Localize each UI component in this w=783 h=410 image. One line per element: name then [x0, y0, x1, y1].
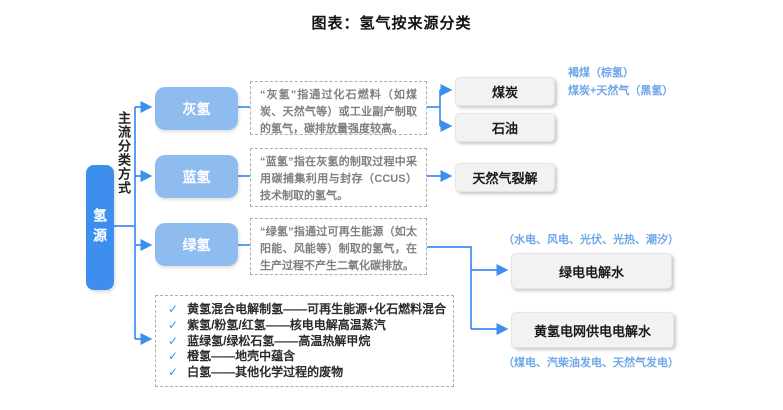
- list-item: ✓ 橙氢——地壳中蕴含: [168, 350, 441, 363]
- annotation-brown-hydrogen: 褐煤（棕氢）: [568, 67, 634, 79]
- green-hydrogen-description: “绿氢”指通过可再生能源（如太阳能、风能等）制取的氢气，在生产过程不产生二氧化碳…: [250, 218, 427, 275]
- check-icon: ✓: [168, 302, 179, 316]
- list-item-label: 白氢——其他化学过程的废物: [187, 365, 344, 379]
- list-item-label: 黄氢混合电解制氢——可再生能源+化石燃料混合: [187, 302, 447, 316]
- node-gray-hydrogen: 灰氢: [155, 87, 238, 130]
- list-item: ✓ 白氢——其他化学过程的废物: [168, 366, 441, 379]
- other-hydrogen-types-box: ✓ 黄氢混合电解制氢——可再生能源+化石燃料混合 ✓ 紫氢/粉氢/红氢——核电电…: [155, 295, 454, 387]
- annotation-black-hydrogen: 煤炭+天然气（黑氢）: [568, 85, 674, 97]
- node-coal: 煤炭: [455, 77, 555, 106]
- check-icon: ✓: [168, 349, 179, 364]
- list-item: ✓ 蓝绿氢/绿松石氢——高温热解甲烷: [168, 333, 441, 348]
- classification-axis-label: 主流分类方式: [116, 111, 131, 195]
- node-yellow-grid-electrolysis: 黄氢电网供电电解水: [511, 312, 674, 348]
- node-oil: 石油: [455, 113, 555, 142]
- page-title: 图表：氢气按来源分类: [311, 15, 472, 32]
- node-hydrogen-source: 氢源: [86, 165, 114, 290]
- check-icon: ✓: [168, 365, 179, 379]
- blue-hydrogen-description: “蓝氢”指在灰氢的制取过程中采用碳捕集利用与封存（CCUS）技术制取的氢气。: [250, 148, 427, 207]
- check-icon: ✓: [168, 317, 179, 332]
- node-green-power-electrolysis: 绿电电解水: [511, 253, 672, 289]
- node-green-hydrogen: 绿氢: [155, 223, 238, 266]
- node-natural-gas-cracking: 天然气裂解: [455, 163, 555, 192]
- annotation-green-power-sources: （水电、风电、光伏、光热、潮汐）: [503, 234, 679, 246]
- check-icon: ✓: [168, 333, 179, 348]
- annotation-coal-types: 褐煤（棕氢） 煤炭+天然气（黑氢）: [568, 64, 673, 100]
- list-item: ✓ 黄氢混合电解制氢——可再生能源+化石燃料混合: [168, 302, 446, 316]
- annotation-yellow-power-sources: （煤电、汽柴油发电、天然气发电）: [503, 357, 679, 369]
- node-blue-hydrogen: 蓝氢: [155, 155, 238, 198]
- list-item-label: 紫氢/粉氢/红氢——核电电解高温蒸汽: [187, 317, 386, 332]
- list-item-label: 蓝绿氢/绿松石氢——高温热解甲烷: [187, 333, 371, 348]
- gray-hydrogen-description: “灰氢”指通过化石燃料（如煤炭、天然气等）或工业副产制取的氢气，碳排放量强度较高…: [250, 81, 427, 135]
- list-item-label: 橙氢——地壳中蕴含: [187, 349, 296, 364]
- list-item: ✓ 紫氢/粉氢/红氢——核电电解高温蒸汽: [168, 317, 441, 332]
